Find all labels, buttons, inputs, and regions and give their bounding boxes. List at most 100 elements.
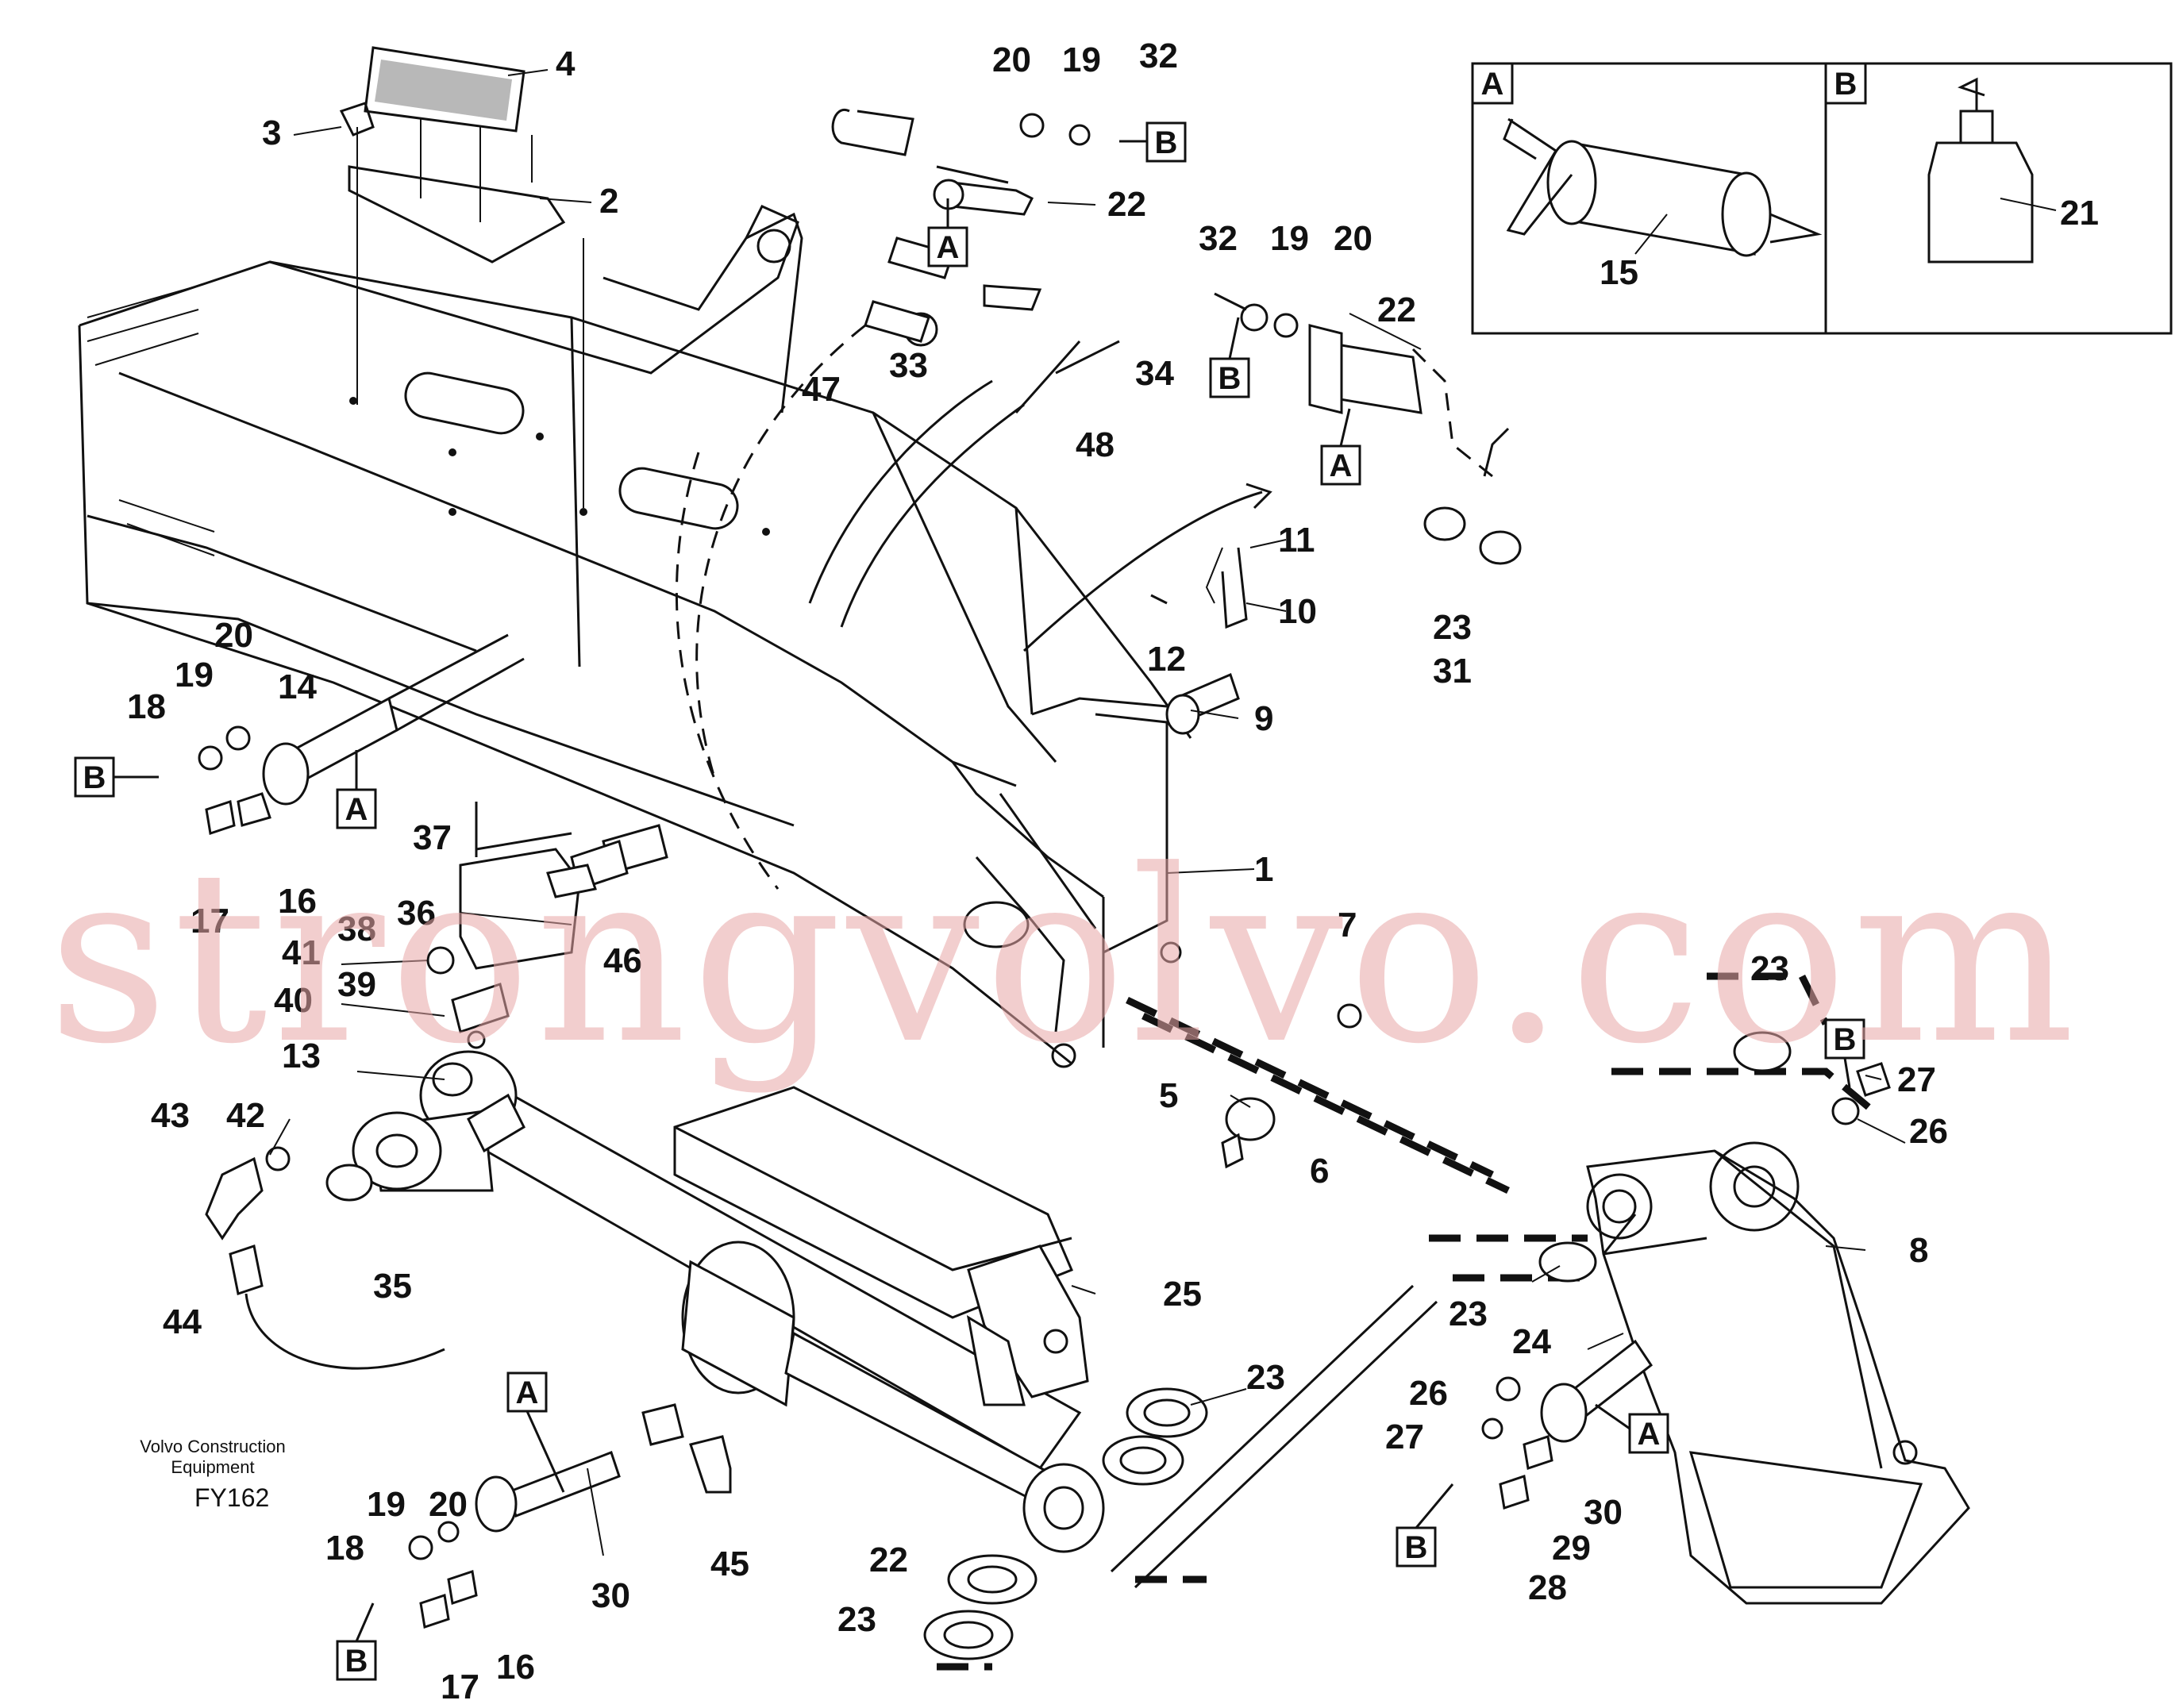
inset-tools-panel <box>1471 62 2173 335</box>
callout-2: 2 <box>599 182 618 221</box>
callout-18: 18 <box>127 687 166 726</box>
callout-3: 3 <box>262 113 281 152</box>
ref-b-top-right: B <box>1209 317 1250 398</box>
callout-23: 23 <box>1246 1358 1285 1397</box>
callout-29: 29 <box>1552 1529 1591 1568</box>
callout-30: 30 <box>1584 1493 1623 1532</box>
callout-36: 36 <box>397 894 436 933</box>
callout-19: 19 <box>367 1485 406 1524</box>
ref-b-bottom-left: B <box>336 1602 377 1681</box>
callout-15: 15 <box>1600 253 1638 292</box>
svg-text:B: B <box>1405 1530 1428 1565</box>
callout-30: 30 <box>591 1576 630 1615</box>
callout-27: 27 <box>1385 1418 1424 1456</box>
callout-19: 19 <box>175 656 214 694</box>
callout-31: 31 <box>1433 652 1472 691</box>
figure-code: FY162 <box>194 1483 269 1512</box>
callout-4: 4 <box>556 44 576 83</box>
callout-21: 21 <box>2060 194 2099 233</box>
callout-6: 6 <box>1310 1152 1329 1191</box>
callout-38: 38 <box>337 910 376 948</box>
callout-16: 16 <box>496 1648 535 1687</box>
callout-44: 44 <box>163 1302 202 1341</box>
callout-27: 27 <box>1897 1060 1936 1099</box>
small-parts <box>198 108 1891 1660</box>
svg-text:B: B <box>1155 125 1178 160</box>
footer-credit: Volvo Construction Equipment FY162 <box>140 1437 285 1512</box>
ref-flags: B A B A B A <box>74 121 1865 1681</box>
callout-leaders <box>269 69 1906 1556</box>
ref-b-right-bottom: B <box>1396 1483 1454 1568</box>
callout-23: 23 <box>1433 608 1472 647</box>
callout-34: 34 <box>1135 354 1174 393</box>
ref-a-left: A <box>336 750 377 829</box>
ref-a-right: A <box>1595 1403 1669 1454</box>
inset-panel-a-badge: A <box>1471 62 1514 105</box>
callout-41: 41 <box>282 933 321 972</box>
svg-text:Equipment: Equipment <box>171 1457 254 1477</box>
watermark: strongvolvo.com <box>48 819 2080 1096</box>
callout-16: 16 <box>278 882 317 921</box>
callout-25: 25 <box>1163 1275 1202 1314</box>
callout-32: 32 <box>1139 37 1178 75</box>
svg-text:B: B <box>1218 361 1242 396</box>
ref-a-top-right: A <box>1320 408 1361 486</box>
svg-text:B: B <box>1834 67 1858 102</box>
ref-a-top-mid: A <box>927 198 968 267</box>
callout-32: 32 <box>1199 219 1238 258</box>
callout-26: 26 <box>1409 1374 1448 1413</box>
callout-22: 22 <box>869 1541 908 1579</box>
callout-17: 17 <box>191 902 229 941</box>
callout-20: 20 <box>214 616 253 655</box>
ref-b-left: B <box>74 756 159 798</box>
svg-text:A: A <box>516 1375 539 1410</box>
callout-7: 7 <box>1338 906 1357 944</box>
callout-23: 23 <box>1750 949 1789 988</box>
svg-text:Volvo Construction: Volvo Construction <box>140 1437 285 1456</box>
callout-45: 45 <box>710 1545 749 1583</box>
callout-39: 39 <box>337 965 376 1004</box>
callout-28: 28 <box>1528 1568 1567 1607</box>
callout-24: 24 <box>1512 1322 1551 1361</box>
ref-b-top-mid: B <box>1119 121 1187 163</box>
callout-19: 19 <box>1270 219 1309 258</box>
ref-b-right: B <box>1824 1018 1865 1088</box>
callout-18: 18 <box>325 1529 364 1568</box>
callout-8: 8 <box>1909 1231 1928 1270</box>
callout-48: 48 <box>1076 425 1115 464</box>
callout-10: 10 <box>1278 592 1317 631</box>
callout-1: 1 <box>1254 850 1273 889</box>
callout-47: 47 <box>802 370 841 409</box>
hydraulic-cylinder <box>352 1050 1105 1553</box>
callout-20: 20 <box>992 40 1031 79</box>
svg-text:B: B <box>345 1644 368 1679</box>
callout-13: 13 <box>282 1037 321 1075</box>
callout-23: 23 <box>837 1600 876 1639</box>
ref-a-bottom-left: A <box>506 1371 565 1493</box>
svg-text:B: B <box>1834 1022 1857 1057</box>
callout-22: 22 <box>1107 185 1146 224</box>
callout-11: 11 <box>1278 521 1315 560</box>
callout-43: 43 <box>151 1096 190 1135</box>
boom-frame <box>78 205 1272 1068</box>
svg-text:A: A <box>1638 1417 1661 1452</box>
callout-33: 33 <box>889 346 928 385</box>
callout-20: 20 <box>429 1485 468 1524</box>
svg-text:A: A <box>937 230 960 265</box>
callout-12: 12 <box>1147 640 1186 679</box>
callout-22: 22 <box>1377 290 1416 329</box>
callout-37: 37 <box>413 818 452 857</box>
callout-14: 14 <box>278 667 317 706</box>
cover-plate-assembly <box>339 46 584 508</box>
svg-text:A: A <box>345 792 368 827</box>
callout-5: 5 <box>1159 1076 1178 1115</box>
inset-panel-b-badge: B <box>1824 62 1867 105</box>
boom-arm <box>1586 1141 1970 1605</box>
callout-23: 23 <box>1449 1294 1488 1333</box>
callout-20: 20 <box>1334 219 1372 258</box>
callout-40: 40 <box>274 981 313 1020</box>
callout-9: 9 <box>1254 699 1273 738</box>
callout-46: 46 <box>603 941 642 980</box>
callout-17: 17 <box>441 1668 479 1706</box>
